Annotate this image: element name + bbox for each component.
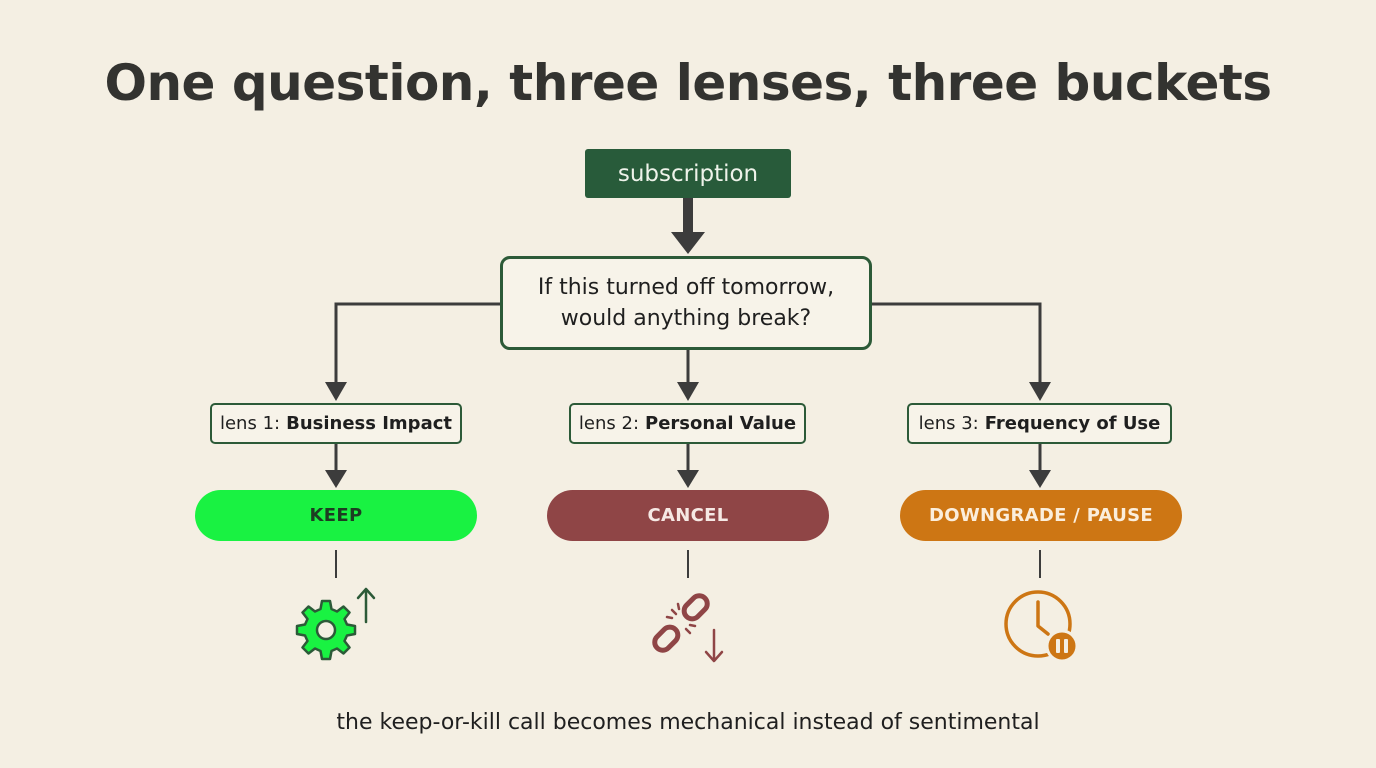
lens-prefix: lens 2: [578,413,640,434]
question-node: If this turned off tomorrow, would anyth… [500,256,872,350]
lens-prefix: lens 3: [918,413,979,434]
gear-up-arrow-icon [295,587,376,661]
clock-pause-icon [1004,590,1079,663]
lens-frequency-of-use: lens 3: Frequency of Use [907,403,1172,444]
lens-business-impact: lens 1: Business Impact [210,403,462,444]
diagram-title: One question, three lenses, three bucket… [104,54,1272,112]
bucket-keep: KEEP [195,490,477,541]
bucket-downgrade-pause: DOWNGRADE / PAUSE [900,490,1182,541]
bucket-cancel: CANCEL [547,490,829,541]
footer-caption: the keep-or-kill call becomes mechanical… [336,710,1040,735]
root-to-question-arrow [671,198,705,254]
question-line-2: would anything break? [560,306,812,331]
lens-name: Personal Value [645,413,797,434]
question-to-lens3-arrow [872,302,1051,401]
question-to-lens1-arrow [325,302,500,401]
lens-personal-value: lens 2: Personal Value [569,403,806,444]
lens-name: Frequency of Use [984,413,1161,434]
question-to-lens2-arrow [677,350,699,401]
lens2-to-cancel-arrow [677,444,699,488]
lens-name: Business Impact [286,413,452,434]
root-node-subscription: subscription [585,149,791,198]
lens-prefix: lens 1: [219,413,281,434]
question-line-1: If this turned off tomorrow, [537,275,835,300]
lens3-to-downgrade-arrow [1029,444,1051,488]
broken-link-down-arrow-icon [652,593,724,663]
lens1-to-keep-arrow [325,444,347,488]
